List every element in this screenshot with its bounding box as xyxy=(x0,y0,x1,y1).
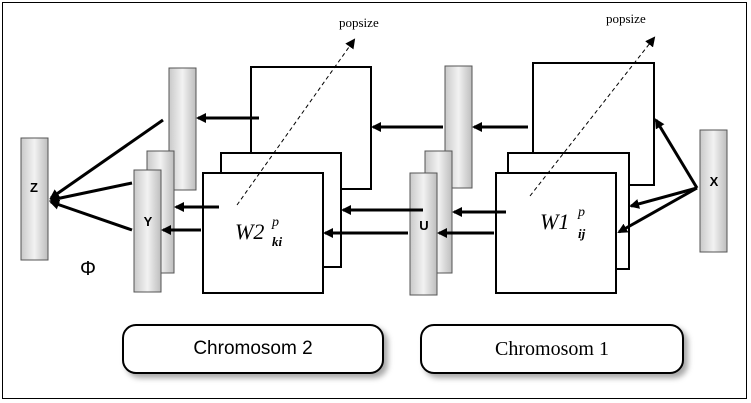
arrow-x-to-w1-front xyxy=(617,186,698,234)
u-layer-bar xyxy=(409,172,438,296)
popsize-arrow-left xyxy=(236,38,356,206)
arrow-y-to-z-1 xyxy=(49,181,133,204)
popsize-arrow-right xyxy=(529,36,656,197)
w2-sup: p xyxy=(271,215,279,230)
arrow-hidden-to-z xyxy=(49,118,164,200)
x-layer-bar xyxy=(699,129,728,253)
w2-base: W2 xyxy=(235,219,264,244)
y-label: Y xyxy=(144,214,153,229)
w1-sub: ij xyxy=(578,226,586,241)
u-label: U xyxy=(419,218,428,233)
arrow-y-to-z-2 xyxy=(49,199,133,232)
w2-sub: ki xyxy=(272,234,283,249)
chromosome-2-box: Chromosom 2 xyxy=(122,324,384,374)
w1-sup: p xyxy=(577,205,585,220)
w2-weight-label: W2 p ki xyxy=(235,215,283,249)
z-layer-bar xyxy=(20,137,49,261)
w1-weight-label: W1 p ij xyxy=(540,205,586,241)
popsize-label-right: popsize xyxy=(606,11,646,26)
chromosome-1-label: Chromosom 1 xyxy=(495,337,609,360)
chromosome-2-label: Chromosom 2 xyxy=(193,338,313,359)
diagram-frame xyxy=(2,2,747,399)
phi-label: Φ xyxy=(80,258,96,280)
z-label: Z xyxy=(30,180,38,195)
y-layer-bar xyxy=(133,169,162,293)
popsize-label-left: popsize xyxy=(339,15,379,30)
w1-base: W1 xyxy=(540,209,569,234)
chromosome-1-box: Chromosom 1 xyxy=(420,324,684,374)
w1-matrix-front xyxy=(495,172,617,294)
x-label: X xyxy=(710,174,719,189)
arrow-x-to-w1-middle xyxy=(629,186,698,209)
arrow-x-to-w1-back xyxy=(654,118,699,189)
w2-matrix-front xyxy=(202,172,324,294)
